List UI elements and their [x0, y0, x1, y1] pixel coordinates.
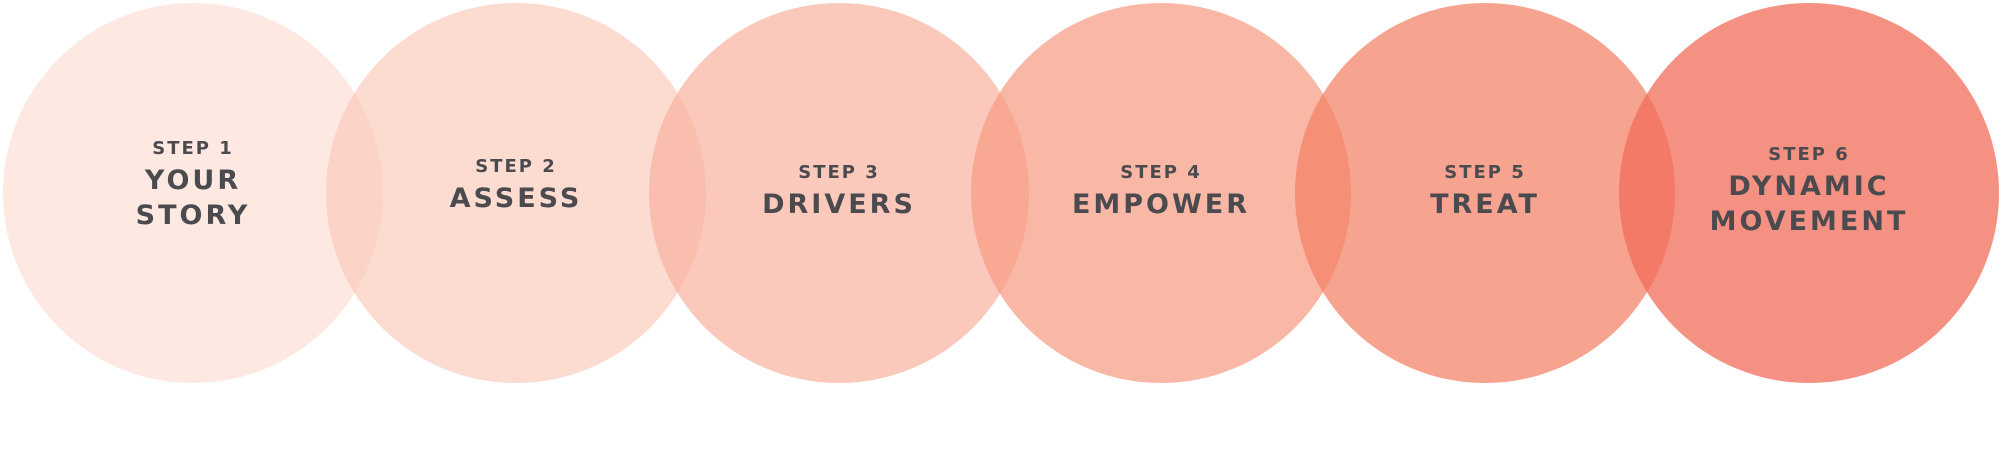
- step-6-circle: [1619, 3, 1999, 383]
- step-5-circle: [1295, 3, 1675, 383]
- step-1-circle: [3, 3, 383, 383]
- step-2-circle: [326, 3, 706, 383]
- step-4-circle: [971, 3, 1351, 383]
- step-3-circle: [649, 3, 1029, 383]
